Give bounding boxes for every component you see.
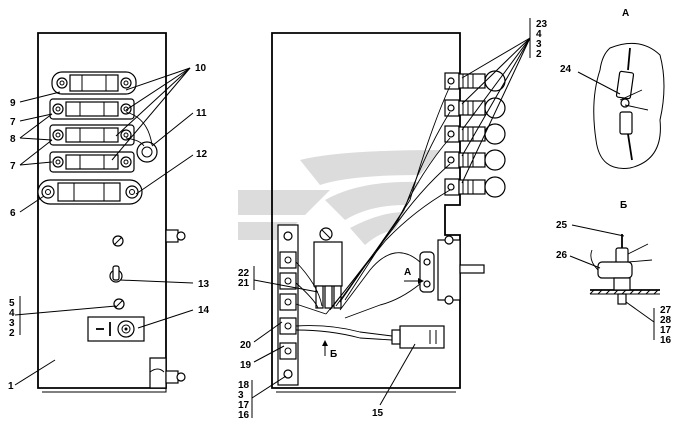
toggle-switch bbox=[109, 265, 123, 283]
callout-19: 19 bbox=[240, 360, 252, 371]
lamp-socket bbox=[444, 70, 506, 92]
stack-label: 4 bbox=[536, 29, 542, 40]
lamp-socket bbox=[444, 149, 506, 171]
callout-10: 10 bbox=[195, 63, 207, 74]
fuse-holder-large bbox=[37, 179, 143, 205]
stack-label: 2 bbox=[536, 49, 542, 60]
stack-label: 3 bbox=[9, 318, 15, 329]
detail-b: Б 25 26 27 28 17 16 bbox=[556, 200, 672, 346]
connector-block bbox=[391, 325, 445, 349]
wire-harness bbox=[295, 85, 451, 341]
mounting-bracket bbox=[149, 229, 186, 389]
callout-13: 13 bbox=[198, 279, 210, 290]
stack-label: 3 bbox=[536, 39, 542, 50]
stack-label: 2 bbox=[9, 328, 15, 339]
stack-label: 28 bbox=[660, 315, 672, 326]
relay-block bbox=[313, 227, 343, 309]
view-arrow-a: А bbox=[404, 267, 424, 284]
detail-a-outline bbox=[593, 42, 665, 169]
stack-label: 17 bbox=[238, 400, 250, 411]
screw bbox=[112, 235, 124, 247]
screw bbox=[113, 298, 125, 310]
stack-label: 18 bbox=[238, 380, 250, 391]
callout-24: 24 bbox=[560, 64, 572, 75]
callout-stack-5432: 5 4 3 2 bbox=[9, 298, 15, 339]
view-arrow-b-label: Б bbox=[330, 349, 337, 360]
callout-stack-1831716: 18 3 17 16 bbox=[238, 380, 250, 421]
callout-20: 20 bbox=[240, 340, 252, 351]
callout-14: 14 bbox=[198, 305, 210, 316]
fuse-holder bbox=[49, 124, 135, 146]
detail-a-switch bbox=[615, 47, 649, 161]
terminal-strip bbox=[277, 224, 299, 386]
middle-panel-outline bbox=[271, 32, 461, 389]
left-panel: 10 9 7 8 7 11 12 6 13 14 1 5 4 3 2 bbox=[8, 32, 210, 393]
stack-label: 4 bbox=[9, 308, 15, 319]
callout-stack-23432: 23 4 3 2 bbox=[536, 19, 548, 60]
switch-body bbox=[419, 235, 485, 305]
callout-stack-27281716: 27 28 17 16 bbox=[660, 305, 672, 346]
detail-b-switch bbox=[589, 234, 660, 305]
watermark-logo bbox=[238, 150, 440, 245]
view-arrow-b: Б bbox=[322, 340, 337, 360]
view-arrow-a-label: А bbox=[404, 267, 411, 278]
lamp-socket bbox=[444, 123, 506, 145]
detail-a: А 24 bbox=[560, 8, 665, 169]
fuse-holder bbox=[49, 151, 135, 173]
callout-stack-2221: 22 21 bbox=[238, 268, 250, 289]
callout-1: 1 bbox=[8, 381, 14, 392]
stack-label: 27 bbox=[660, 305, 672, 316]
stack-label: 17 bbox=[660, 325, 672, 336]
callout-9: 9 bbox=[10, 98, 16, 109]
callout-15: 15 bbox=[372, 408, 384, 419]
stack-label: 3 bbox=[238, 390, 244, 401]
socket-plate bbox=[87, 316, 145, 342]
lamp-socket bbox=[444, 97, 506, 119]
stack-label: 5 bbox=[9, 298, 15, 309]
callout-12: 12 bbox=[196, 149, 208, 160]
callout-26: 26 bbox=[556, 250, 568, 261]
stack-label: 23 bbox=[536, 19, 548, 30]
fuse-holder bbox=[49, 98, 135, 120]
stack-label: 22 bbox=[238, 268, 250, 279]
callout-8: 8 bbox=[10, 134, 16, 145]
stack-label: 21 bbox=[238, 278, 250, 289]
callout-7: 7 bbox=[10, 117, 16, 128]
stack-label: 16 bbox=[660, 335, 672, 346]
callout-11: 11 bbox=[196, 108, 207, 119]
detail-b-title: Б bbox=[620, 200, 627, 211]
callout-6: 6 bbox=[10, 208, 16, 219]
callout-7: 7 bbox=[10, 161, 16, 172]
middle-panel: А Б 23 4 3 2 bbox=[238, 18, 548, 421]
leader-lines bbox=[14, 67, 194, 386]
leader-lines bbox=[251, 18, 531, 418]
callout-25: 25 bbox=[556, 220, 568, 231]
fuse-holder bbox=[51, 71, 137, 95]
lamp-socket bbox=[444, 176, 506, 198]
detail-a-title: А bbox=[622, 8, 629, 19]
stack-label: 16 bbox=[238, 410, 250, 421]
